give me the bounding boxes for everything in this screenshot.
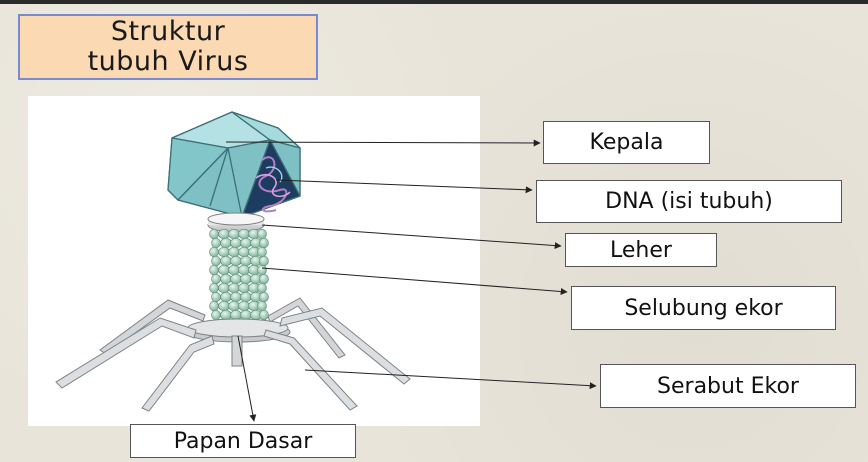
tail-sheath-bead — [231, 292, 242, 302]
tail-sheath-bead — [212, 292, 221, 302]
tail-sheath-bead — [210, 265, 219, 275]
tail-sheath-bead — [229, 247, 240, 257]
tail-sheath-bead — [221, 238, 232, 248]
tail-sheath-bead — [219, 247, 230, 257]
tail-sheath-bead — [219, 229, 230, 239]
label-kepala: Kepala — [543, 121, 710, 164]
label-dna: DNA (isi tubuh) — [536, 180, 842, 223]
tail-sheath-bead — [229, 229, 240, 239]
tail-sheath-bead — [260, 274, 269, 284]
tail-sheath-bead — [241, 274, 252, 284]
tail-sheath-bead — [231, 238, 242, 248]
tail-sheath-bead — [260, 256, 269, 266]
tail-sheath-bead — [221, 292, 232, 302]
tail-sheath-bead — [212, 256, 221, 266]
arrow-serabut — [305, 370, 596, 386]
capsid-head — [168, 112, 300, 217]
arrow-selubung — [262, 268, 567, 292]
tail-sheath-bead — [258, 265, 267, 275]
tail-sheath-bead — [212, 238, 221, 248]
arrow-dna — [276, 180, 532, 190]
tail-sheath-bead — [260, 238, 269, 248]
label-selubung-ekor: Selubung ekor — [571, 286, 836, 330]
tail-sheath-bead — [241, 256, 252, 266]
tail-sheath-bead — [210, 247, 219, 257]
tail-sheath-bead — [239, 301, 250, 311]
tail-sheath-bead — [219, 301, 230, 311]
label-papan-dasar: Papan Dasar — [130, 424, 356, 458]
tail-sheath-bead — [260, 292, 269, 302]
label-leher: Leher — [565, 233, 717, 267]
tail-sheath-bead — [231, 310, 242, 320]
tail-sheath-bead — [212, 310, 221, 320]
tail-sheath-bead — [258, 229, 267, 239]
tail-sheath-bead — [210, 229, 219, 239]
tail-sheath-bead — [212, 274, 221, 284]
tail-sheath-bead — [258, 247, 267, 257]
tail-sheath-bead — [221, 310, 232, 320]
tail-sheath-bead — [260, 310, 269, 320]
arrow-papan — [238, 336, 254, 421]
label-serabut-ekor: Serabut Ekor — [600, 364, 856, 408]
tail-sheath-bead — [258, 301, 267, 311]
tail-sheath-bead — [229, 283, 240, 293]
tail-sheath-bead — [239, 265, 250, 275]
tail-sheath-bead — [258, 283, 267, 293]
tail-sheath-bead — [241, 292, 252, 302]
tail-sheath-bead — [221, 256, 232, 266]
tail-sheath-bead — [231, 274, 242, 284]
tail-sheath-bead — [239, 229, 250, 239]
arrow-leher — [262, 225, 561, 246]
tail-sheath-bead — [210, 283, 219, 293]
tail-sheath-bead — [221, 274, 232, 284]
tail-sheath-bead — [231, 256, 242, 266]
tail-sheath-bead — [239, 283, 250, 293]
tail-sheath-bead — [229, 265, 240, 275]
tail-sheath-bead — [219, 283, 230, 293]
tail-sheath-bead — [210, 301, 219, 311]
tail-sheath-bead — [239, 247, 250, 257]
tail-sheath-bead — [241, 238, 252, 248]
tail-sheath — [210, 229, 269, 320]
tail-sheath-bead — [219, 265, 230, 275]
tail-sheath-bead — [229, 301, 240, 311]
tail-sheath-bead — [241, 310, 252, 320]
